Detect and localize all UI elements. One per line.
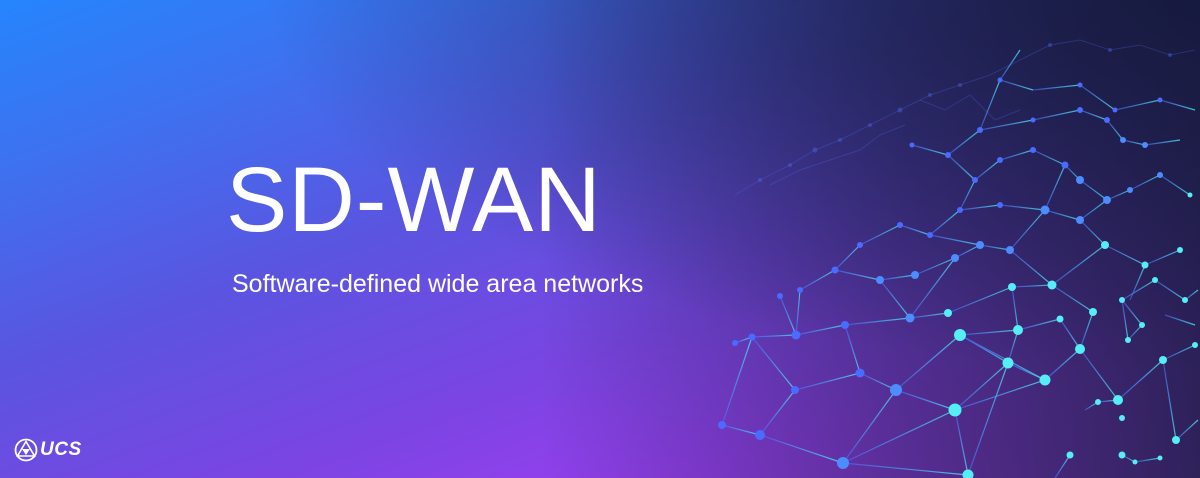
- logo-text: UCS: [40, 439, 82, 460]
- triangle-in-circle-logo-icon: [14, 438, 38, 462]
- banner-subtitle: Software-defined wide area networks: [232, 270, 644, 298]
- ucs-logo: UCS: [14, 438, 82, 462]
- banner-title: SD-WAN: [226, 149, 602, 251]
